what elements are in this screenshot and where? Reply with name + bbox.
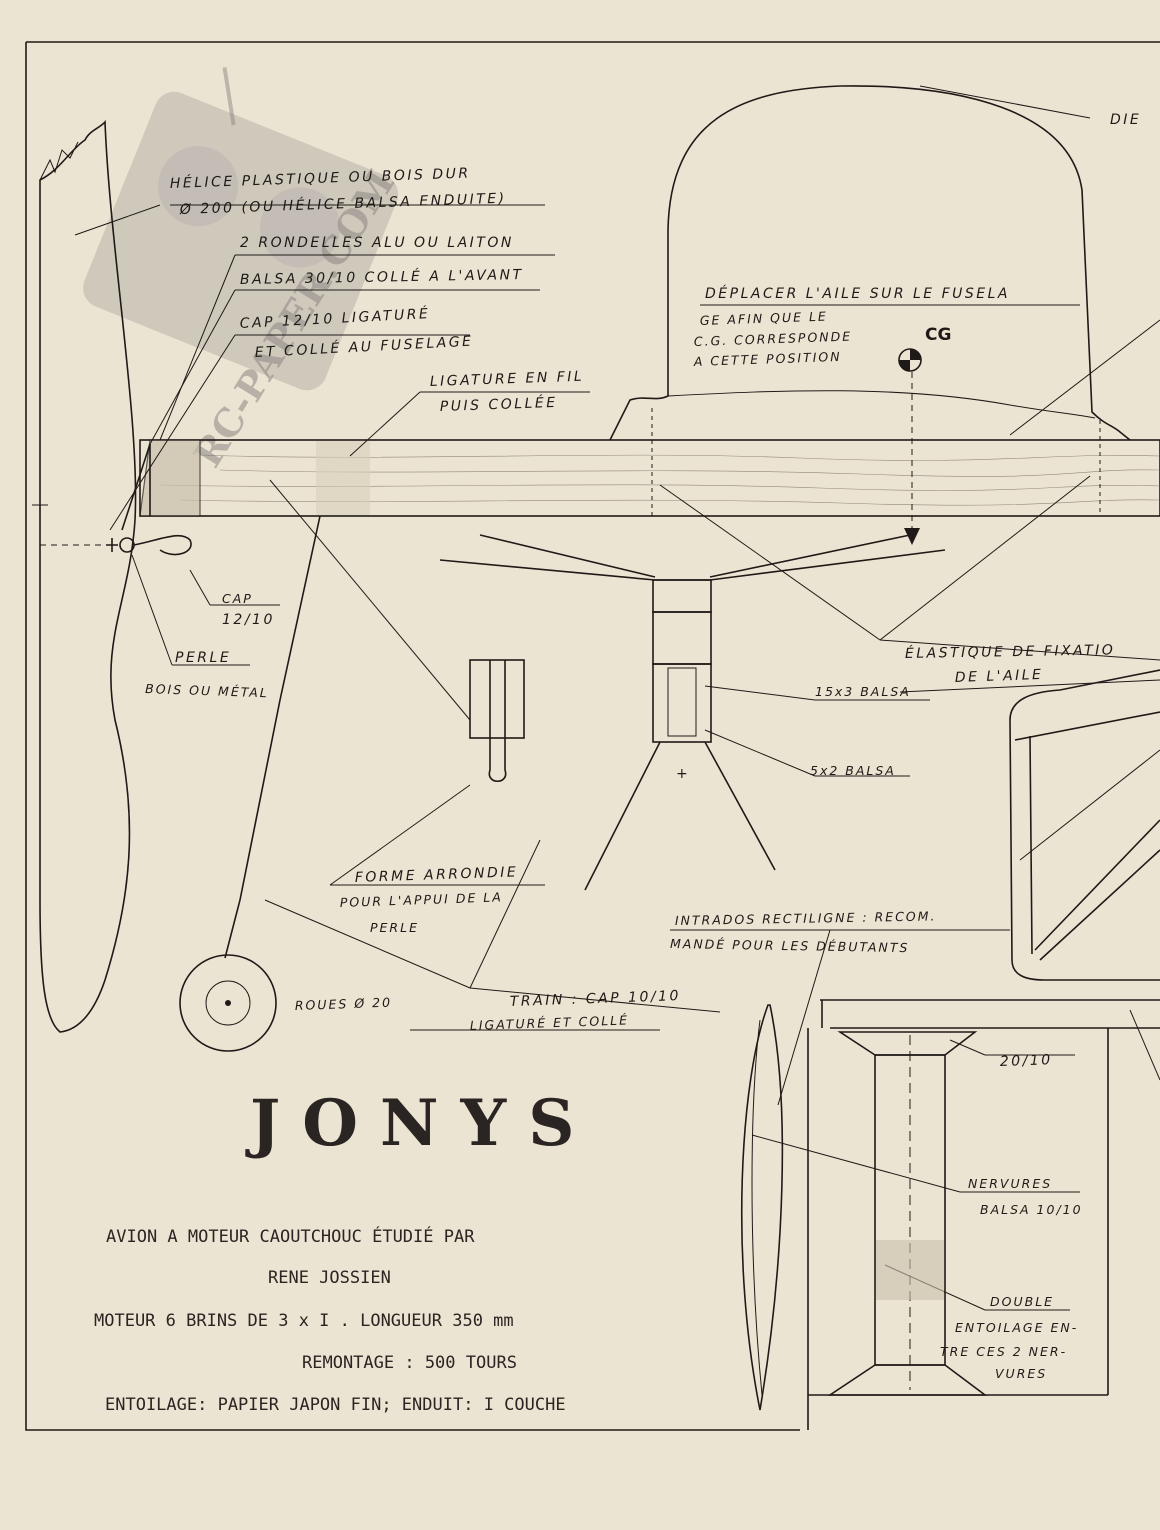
border-frame [25, 41, 1160, 1431]
wheel-axle [225, 1000, 231, 1006]
title-line-5: ENTOILAGE: PAPIER JAPON FIN; ENDUIT: I C… [105, 1395, 566, 1415]
label-elastique-2: DE L'AILE [955, 667, 1044, 686]
leader-lines [74, 85, 1160, 1311]
hook-detail-wire [488, 660, 507, 783]
wing-profile-outline [609, 85, 1131, 441]
label-roues: ROUES Ø 20 [295, 995, 393, 1013]
label-elastique-1: ÉLASTIQUE DE FIXATIO [905, 641, 1116, 662]
title-line-4: REMONTAGE : 500 TOURS [302, 1353, 517, 1373]
watermark [83, 67, 399, 391]
title-line-3: MOTEUR 6 BRINS DE 3 x I . LONGUEUR 350 m… [94, 1311, 514, 1331]
label-forme-2: POUR L'APPUI DE LA [340, 889, 503, 910]
mount-upper-block [652, 579, 712, 613]
propeller-outline [39, 119, 137, 1033]
label-double-3: TRE CES 2 NER- [940, 1344, 1067, 1359]
label-deplacer-1: DÉPLACER L'AILE SUR LE FUSELA [705, 285, 1010, 302]
hook-detail-block [469, 659, 525, 739]
rib-profile [740, 1004, 784, 1411]
label-train-2: LIGATURÉ ET COLLÉ [470, 1012, 630, 1033]
label-balsa-5x2: 5x2 BALSA [810, 763, 896, 778]
cg-symbol-fill [899, 349, 921, 371]
label-deplacer-2: GE AFIN QUE LE [700, 309, 828, 328]
nose-hook [121, 443, 151, 531]
title-line-1: AVION A MOTEUR CAOUTCHOUC ÉTUDIÉ PAR [106, 1225, 475, 1247]
label-ligature-2: PUIS COLLÉE [440, 394, 558, 415]
label-nervures-1: NERVURES [968, 1176, 1052, 1191]
mount-center-mark: + [676, 766, 690, 782]
rib-top-gusset [837, 1031, 978, 1056]
label-intrados-1: INTRADOS RECTILIGNE : RECOM. [675, 908, 937, 928]
wing-frame [807, 1028, 1108, 1430]
label-nervures-2: BALSA 10/10 [980, 1202, 1083, 1217]
label-perle-1: PERLE [175, 650, 231, 666]
landing-gear-wire [224, 515, 321, 959]
tail-frame [1009, 669, 1160, 981]
label-forme-3: PERLE [370, 920, 419, 935]
label-rondelles: 2 RONDELLES ALU OU LAITON [240, 235, 514, 251]
bearing-bead [106, 538, 118, 552]
label-balsa-15x3: 15x3 BALSA [815, 684, 911, 699]
ligature-zone [316, 441, 370, 515]
rib-bottom-gusset [827, 1364, 988, 1396]
label-20-10: 20/10 [1000, 1052, 1053, 1070]
propeller-break [39, 141, 79, 181]
nose-block [139, 439, 201, 517]
pylon-top [667, 390, 1096, 419]
label-train-1: TRAIN : CAP 10/10 [510, 988, 682, 1010]
mount-legs [584, 741, 776, 891]
label-cap-1: CAP [222, 591, 253, 606]
label-forme-1: FORME ARRONDIE [355, 864, 519, 886]
model-name: JONYS [245, 1086, 596, 1161]
wing-mount-v [439, 534, 946, 581]
wood-grain [159, 454, 1160, 506]
label-double-1: DOUBLE [990, 1294, 1054, 1309]
mount-inner [667, 667, 697, 737]
label-double-4: VURES [995, 1366, 1047, 1381]
wing-spar [820, 999, 1160, 1029]
label-balsa-avant: BALSA 30/10 COLLÉ A L'AVANT [240, 266, 524, 288]
mount-middle-block [652, 611, 712, 665]
label-deplacer-3: C.G. CORRESPONDE [694, 328, 853, 349]
label-perle-2: BOIS OU MÉTAL [145, 681, 269, 700]
s-hook [133, 535, 192, 556]
cg-arrow [904, 528, 920, 545]
wheel-hub [205, 980, 251, 1026]
label-dierdre: DIE [1110, 112, 1141, 128]
label-double-2: ENTOILAGE EN- [955, 1320, 1078, 1335]
mount-lower-block [652, 663, 712, 743]
label-cg: CG [925, 325, 951, 345]
label-cap-2: 12/10 [222, 612, 275, 628]
label-intrados-2: MANDÉ POUR LES DÉBUTANTS [670, 936, 910, 955]
wheel-outer [179, 954, 277, 1052]
title-line-2: RENE JOSSIEN [268, 1268, 391, 1288]
double-covering-zone [876, 1240, 944, 1300]
label-ligature-1: LIGATURE EN FIL [430, 369, 585, 390]
label-deplacer-4: A CETTE POSITION [693, 349, 842, 369]
wing-edge-diagonal [1129, 1009, 1160, 1081]
fuselage-stick [139, 439, 1160, 517]
rib-profile-inner [751, 1019, 763, 1396]
